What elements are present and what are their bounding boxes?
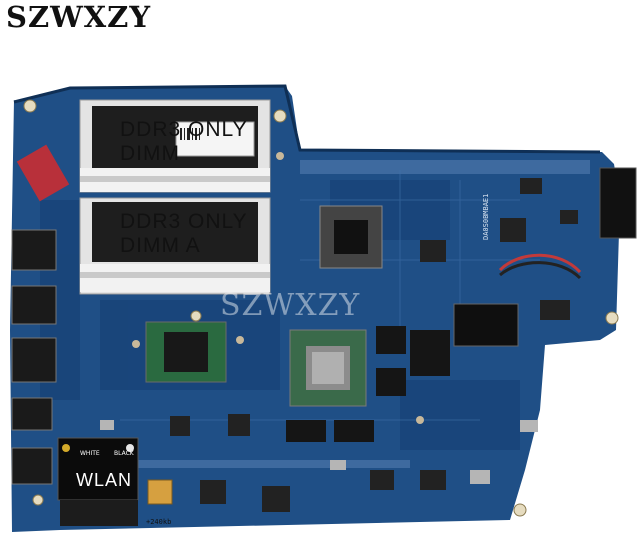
sticker-code: +240kb (146, 518, 172, 526)
right-connector (599, 167, 637, 239)
wlan-white-label: WHITE (80, 450, 100, 457)
gold-connector (147, 479, 173, 505)
dimm-top-label-line1: DDR3 ONLY (120, 118, 248, 141)
mounting-holes (23, 99, 619, 517)
dimm-top-label-line2: DIMM (120, 142, 180, 165)
overlay-watermark: SZWXZY (220, 288, 361, 323)
wlan-card (57, 437, 139, 501)
brand-watermark: SZWXZY (6, 0, 152, 34)
cmos-cable (498, 253, 582, 274)
dimm-bottom-label-line1: DDR3 ONLY (120, 210, 248, 233)
left-io-ports (11, 229, 57, 485)
dimm-bottom-label-line2: DIMM A (120, 234, 201, 257)
red-sticker (16, 144, 70, 202)
wlan-black-label: BLACK (114, 450, 134, 457)
cmos-battery (453, 303, 519, 347)
part-code: DA0S0BMBAE1 (482, 193, 490, 240)
wlan-label: WLAN (76, 470, 133, 490)
